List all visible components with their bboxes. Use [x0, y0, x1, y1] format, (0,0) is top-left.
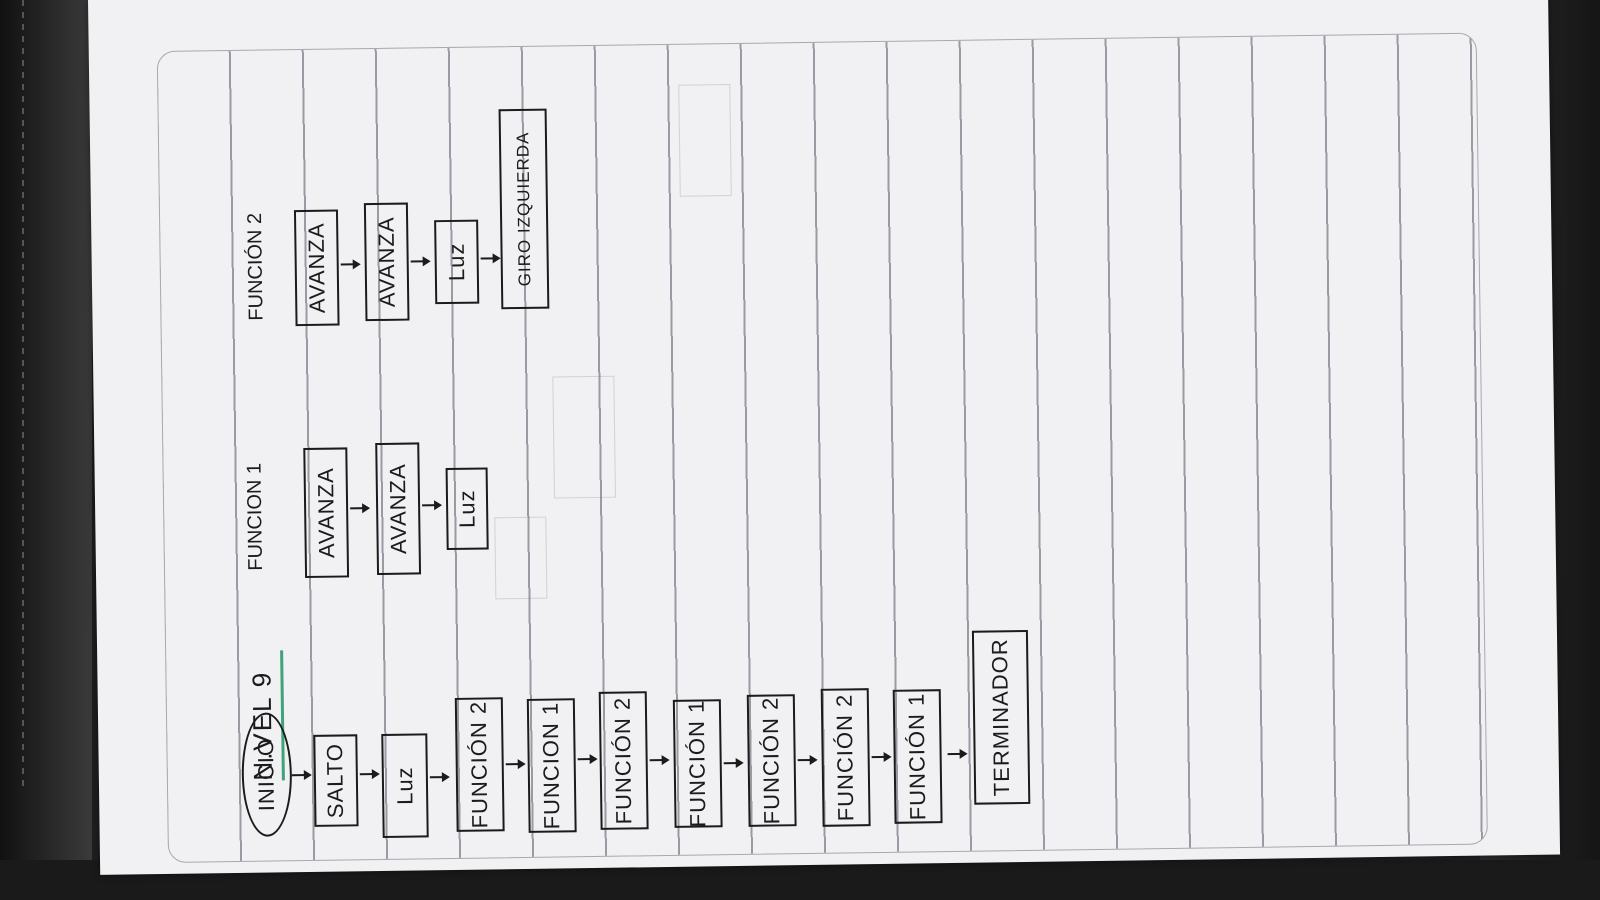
flow-arrow	[578, 752, 598, 766]
flow-step-3: FUNCIÓN 2	[454, 697, 505, 832]
flow-arrow	[724, 756, 744, 770]
flow-arrow	[350, 501, 370, 515]
flow-step-label: FUNCIÓN 2	[609, 696, 637, 825]
flow-end-terminal: TERMINADOR	[971, 629, 1031, 805]
flow-step-8: FUNCIÓN 2	[820, 688, 871, 827]
funcion2-header: FUNCIÓN 2	[243, 212, 268, 321]
flow-arrow	[292, 768, 312, 782]
flow-start-label: INICIO	[253, 737, 280, 812]
flow-step-label: FUNCIÓN 2	[465, 700, 493, 829]
notebook-cover-left	[0, 0, 92, 900]
funcion2-step-3: Luz	[434, 219, 480, 305]
flow-step-label: SALTO	[322, 742, 349, 819]
flow-arrow	[798, 753, 818, 767]
flow-step-1: SALTO	[313, 734, 359, 827]
flow-step-4: FUNCION 1	[526, 698, 577, 833]
funcion1-step-2: AVANZA	[375, 442, 422, 576]
funcion1-step-label: AVANZA	[384, 463, 411, 555]
flow-step-label: FUNCIÓN 1	[903, 692, 931, 821]
funcion1-step-3: Luz	[445, 467, 489, 551]
flow-step-label: FUNCIÓN 1	[683, 699, 711, 828]
flow-arrow	[506, 757, 526, 771]
bleed-through-mark	[552, 375, 617, 499]
flow-step-label: FUNCIÓN 2	[757, 696, 785, 825]
notebook-page: N.VEL 9 INICIO SALTO Luz FUNCIÓN 2 FUNCI…	[88, 0, 1561, 875]
funcion1-header: FUNCION 1	[243, 462, 267, 571]
funcion2-step-2: AVANZA	[363, 202, 410, 322]
funcion2-step-4: GIRO IZQUIERDA	[498, 108, 550, 310]
funcion2-step-1: AVANZA	[293, 209, 340, 327]
funcion2-step-label: AVANZA	[373, 216, 400, 308]
flow-step-9: FUNCIÓN 1	[892, 689, 943, 824]
flow-step-label: FUNCIÓN 2	[831, 693, 859, 822]
flow-end-label: TERMINADOR	[987, 638, 1015, 797]
funcion2-step-label: Luz	[443, 242, 469, 282]
flow-arrow	[650, 753, 670, 767]
funcion2-step-label: AVANZA	[303, 222, 330, 314]
funcion1-step-1: AVANZA	[303, 447, 350, 579]
funcion1-step-label: AVANZA	[312, 467, 339, 559]
flow-arrow	[422, 498, 442, 512]
flow-arrow	[872, 750, 892, 764]
bleed-through-mark	[678, 84, 732, 197]
cover-stitching	[22, 0, 24, 790]
bleed-through-mark	[494, 516, 548, 600]
flow-arrow	[481, 251, 501, 265]
flow-step-label: FUNCION 1	[537, 701, 565, 830]
flow-arrow	[360, 767, 380, 781]
flow-step-label: Luz	[391, 766, 418, 806]
flow-arrow	[341, 257, 361, 271]
flow-arrow	[948, 747, 968, 761]
flow-step-7: FUNCIÓN 2	[746, 694, 797, 827]
funcion2-step-label: GIRO IZQUIERDA	[512, 131, 535, 287]
funcion1-step-label: Luz	[453, 489, 480, 529]
flow-arrow	[411, 254, 431, 268]
flow-start-terminal: INICIO	[240, 712, 293, 837]
flow-step-6: FUNCIÓN 1	[672, 699, 723, 828]
flow-arrow	[430, 770, 450, 784]
flow-step-2: Luz	[381, 733, 429, 838]
ruled-area: N.VEL 9 INICIO SALTO Luz FUNCIÓN 2 FUNCI…	[156, 32, 1488, 863]
flow-step-5: FUNCIÓN 2	[598, 691, 649, 830]
